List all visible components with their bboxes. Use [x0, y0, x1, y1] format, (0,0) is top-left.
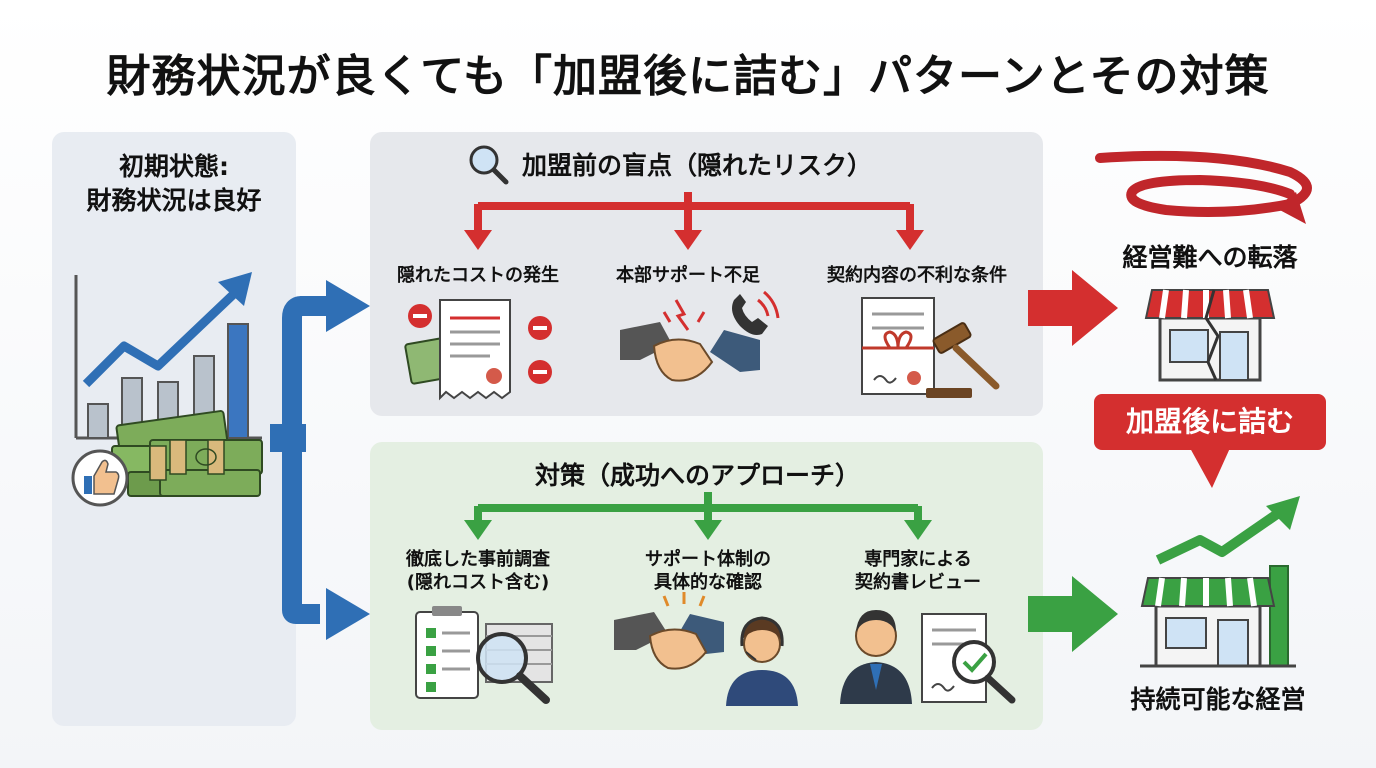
solution-item-expert-review-line2: 契約書レビュー: [855, 572, 981, 594]
risk-item-unfavorable-contract: 契約内容の不利な条件: [827, 265, 1007, 286]
solution-item-research-line1: 徹底した事前調査: [406, 549, 550, 570]
broken-handshake-phone-icon: [620, 290, 780, 382]
solution-item-expert-review-line1: 専門家による: [864, 549, 972, 570]
risk-outcome-arrow: [1028, 270, 1118, 346]
decline-spiral-arrow-icon: [1095, 150, 1312, 224]
thumbs-up-icon: [71, 449, 129, 507]
flow-connector: [270, 280, 370, 640]
initial-state-line2: 財務状況は良好: [86, 185, 262, 215]
solution-item-research: 徹底した事前調査 (隠れコスト含む): [373, 548, 583, 595]
risk-branch-lines: [464, 192, 924, 250]
broken-store-icon: [1144, 289, 1276, 382]
hidden-cost-document-icon: [404, 299, 552, 401]
magnifier-icon: [469, 145, 509, 185]
risk-item-support-shortage: 本部サポート不足: [616, 265, 760, 286]
handshake-operator-icon: [614, 592, 798, 706]
solution-item-support-check-line2: 具体的な確認: [654, 572, 762, 594]
thriving-store-icon: [1140, 496, 1300, 668]
stuck-after-joining-badge: 加盟後に詰む: [1094, 394, 1326, 450]
risk-item-hidden-cost: 隠れたコストの発生: [397, 265, 559, 286]
good-outcome-label: 持続可能な経営: [1130, 685, 1306, 714]
solution-item-expert-review: 専門家による 契約書レビュー: [813, 548, 1023, 595]
money-stack-icon: [111, 410, 263, 497]
risk-heading: 加盟前の盲点（隠れたリスク）: [522, 151, 873, 180]
solution-item-support-check: サポート体制の 具体的な確認: [603, 548, 813, 595]
solution-item-research-line2: (隠れコスト含む): [406, 572, 550, 594]
expert-contract-review-icon: [840, 610, 1016, 704]
bad-outcome-label: 経営難への転落: [1122, 243, 1298, 272]
initial-state-line1: 初期状態:: [119, 152, 229, 181]
contract-gavel-icon: [861, 297, 1000, 398]
solution-heading: 対策（成功へのアプローチ）: [535, 461, 861, 490]
badge-pointer: [1190, 448, 1230, 488]
initial-state-heading: 初期状態: 財務状況は良好: [52, 150, 296, 218]
page-title: 財務状況が良くても「加盟後に詰む」パターンとその対策: [106, 51, 1270, 102]
checklist-magnifier-icon: [415, 606, 553, 704]
solution-outcome-arrow: [1028, 576, 1118, 652]
solution-branch-lines: [464, 492, 932, 540]
growth-chart-icon: [74, 272, 262, 440]
solution-item-support-check-line1: サポート体制の: [645, 549, 771, 570]
